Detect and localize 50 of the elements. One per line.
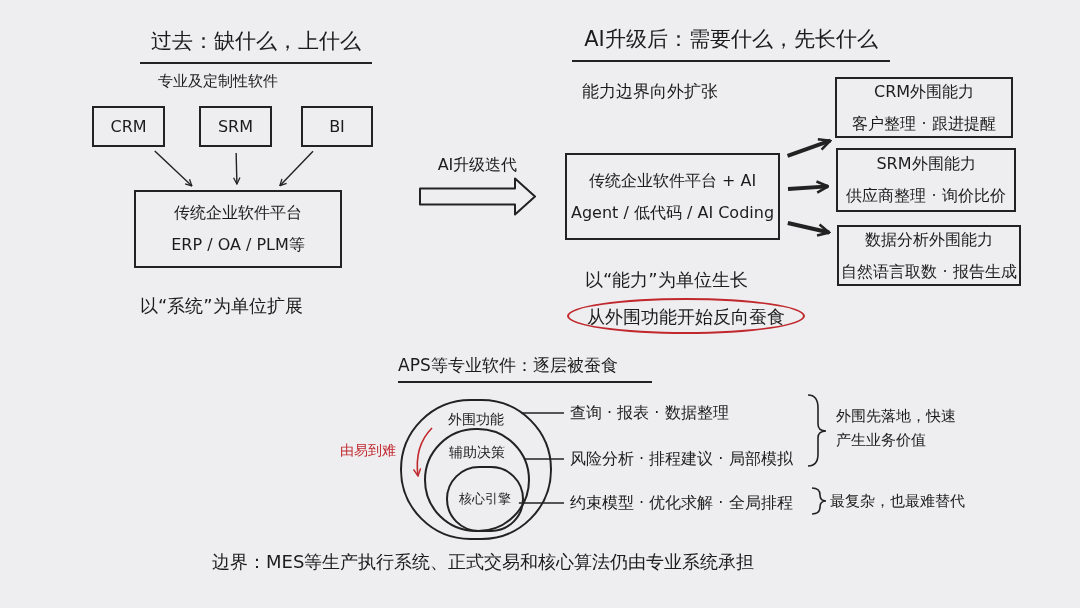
process-box (199, 106, 272, 147)
highlight-ellipse (567, 298, 805, 334)
hollow-arrow (419, 177, 536, 216)
section-heading: APS等专业软件：逐层被蚕食 (398, 353, 652, 383)
node-text: 传统企业软件平台 (174, 202, 302, 224)
node-text: Agent / 低代码 / AI Coding (570, 201, 775, 224)
node-text: SRM外围能力 (876, 153, 976, 175)
arrow (279, 150, 314, 187)
arrow (786, 137, 832, 158)
process-box (301, 106, 373, 147)
node-text: ERP / OA / PLM等 (171, 234, 305, 256)
node-text: CRM外围能力 (873, 80, 975, 103)
process-box (836, 148, 1016, 212)
node-text: 外围功能 (448, 410, 504, 429)
note-text: 以“能力”为单位生长 (585, 268, 748, 292)
section-heading: AI升级后：需要什么，先长什么 (572, 24, 890, 62)
note-text: 以“系统”为单位扩展 (140, 294, 303, 318)
node-text: 客户整理 · 跟进提醒 (852, 112, 996, 135)
node-text: 供应商整理 · 询价比价 (846, 185, 1006, 207)
node-text: 传统企业软件平台 + AI (588, 169, 757, 192)
process-box (134, 190, 342, 268)
section-heading: 过去：缺什么，上什么 (140, 26, 372, 64)
leader-line (518, 502, 565, 504)
node-text: 从外围功能开始反向蚕食 (587, 304, 785, 329)
node-text: 自然语言取数 · 报告生成 (841, 260, 1017, 283)
note-text: 能力边界向外扩张 (582, 80, 718, 103)
arrow (787, 180, 830, 194)
arrow (232, 152, 241, 185)
note-text: 专业及定制性软件 (158, 71, 278, 92)
process-box (837, 225, 1021, 286)
note-text: 外围先落地，快速产生业务价值 (836, 406, 957, 451)
note-text: 由易到难 (340, 441, 396, 460)
edge-label: AI升级迭代 (437, 153, 518, 176)
node-text: SRM (217, 115, 254, 138)
node-text: 核心引擎 (459, 490, 511, 509)
leader-text: 查询 · 报表 · 数据整理 (570, 400, 760, 426)
node-text: BI (329, 115, 345, 138)
arrow (787, 221, 831, 237)
process-box (565, 153, 780, 240)
leader-text: 风险分析 · 排程建议 · 局部模拟 (570, 446, 805, 472)
node-text: 数据分析外围能力 (865, 228, 993, 251)
node-text: 辅助决策 (449, 443, 505, 462)
leader-line (523, 458, 565, 460)
leader-text: 约束模型 · 优化求解 · 全局排程 (570, 490, 805, 516)
node-text: CRM (110, 115, 147, 138)
note-text: 边界：MES等生产执行系统、正式交易和核心算法仍由专业系统承担 (212, 550, 755, 574)
note-text: 最复杂，也最难替代 (830, 491, 965, 512)
process-box (92, 106, 165, 147)
process-box (835, 77, 1013, 138)
arrow (154, 150, 193, 187)
